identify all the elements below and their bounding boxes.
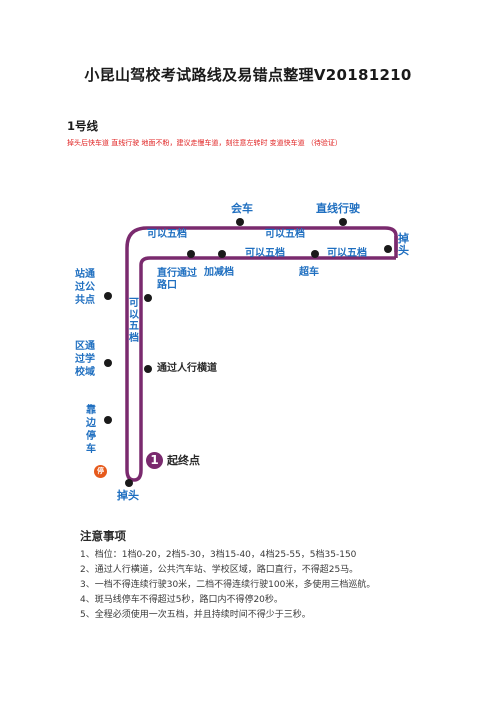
label-bus-stop: 站通过公共点 [75, 269, 95, 306]
dot-straight-drive [339, 218, 347, 226]
dot-top-left [187, 250, 195, 258]
label-straight-drive: 直线行驶 [316, 202, 360, 215]
route-inner-line [139, 256, 396, 470]
section-heading: 1号线 [67, 119, 99, 133]
label-accelerate: 加减档 [204, 267, 234, 278]
document-title: 小昆山驾校考试路线及易错点整理V20181210 [84, 66, 412, 84]
dot-pull-over [104, 416, 112, 424]
dot-crosswalk [144, 365, 152, 373]
label-pull-over: 靠边停车 [86, 405, 96, 455]
note-item: 4、斑马线停车不得超过5秒，路口内不得停20秒。 [80, 595, 283, 605]
dot-uturn-bottom [125, 479, 133, 487]
label-fifth-gear-mid: 可以五档 [245, 248, 285, 259]
note-item: 1、档位：1档0-20，2档5-30，3档15-40，4档25-55，5档35-… [80, 550, 357, 560]
notes-heading: 注意事项 [80, 529, 126, 543]
note-item: 3、一档不得连续行驶30米，二档不得连续行驶100米，多使用三档巡航。 [80, 580, 376, 590]
label-start-end: 起终点 [167, 454, 200, 467]
start-number-badge: 1 [146, 452, 163, 469]
note-item: 2、通过人行横道，公共汽车站、学校区域，路口直行，不得超25马。 [80, 565, 359, 575]
label-crosswalk: 通过人行横道 [157, 363, 217, 374]
route-note: 掉头后快车道 直线行驶 地面不粉，建议走慢车道，刻往意左转时 变道快车道 （待验… [67, 139, 342, 147]
note-item: 5、全程必须使用一次五档，并且持续时间不得少于三秒。 [80, 610, 311, 620]
label-school-zone: 区通过学校域 [75, 341, 95, 378]
label-fifth-gear-top-left: 可以五档 [147, 229, 187, 240]
dot-accelerate [218, 250, 226, 258]
dot-bus-stop [104, 292, 112, 300]
dot-school-zone [104, 359, 112, 367]
label-fifth-gear-top-mid: 可以五档 [265, 229, 305, 240]
label-fifth-gear-vertical: 可以五档 [129, 298, 139, 344]
notes-section: 注意事项 1、档位：1档0-20，2档5-30，3档15-40，4档25-55，… [80, 528, 440, 623]
label-uturn-right: 掉头 [398, 232, 409, 257]
label-uturn-bottom: 掉头 [117, 489, 139, 502]
label-meet-car: 会车 [231, 202, 253, 215]
route-bottom-uturn [125, 469, 143, 482]
label-straight-intersection: 直行通过路口 [157, 268, 197, 291]
label-overtake: 超车 [299, 267, 319, 278]
route-outer-line [125, 226, 398, 470]
label-fifth-gear-right: 可以五档 [327, 248, 367, 259]
dot-uturn-right [384, 245, 392, 253]
dot-meet-car [236, 218, 244, 226]
dot-fifth-gear-vertical [144, 294, 152, 302]
stop-badge-icon: 停 [94, 465, 107, 478]
dot-overtake [311, 250, 319, 258]
